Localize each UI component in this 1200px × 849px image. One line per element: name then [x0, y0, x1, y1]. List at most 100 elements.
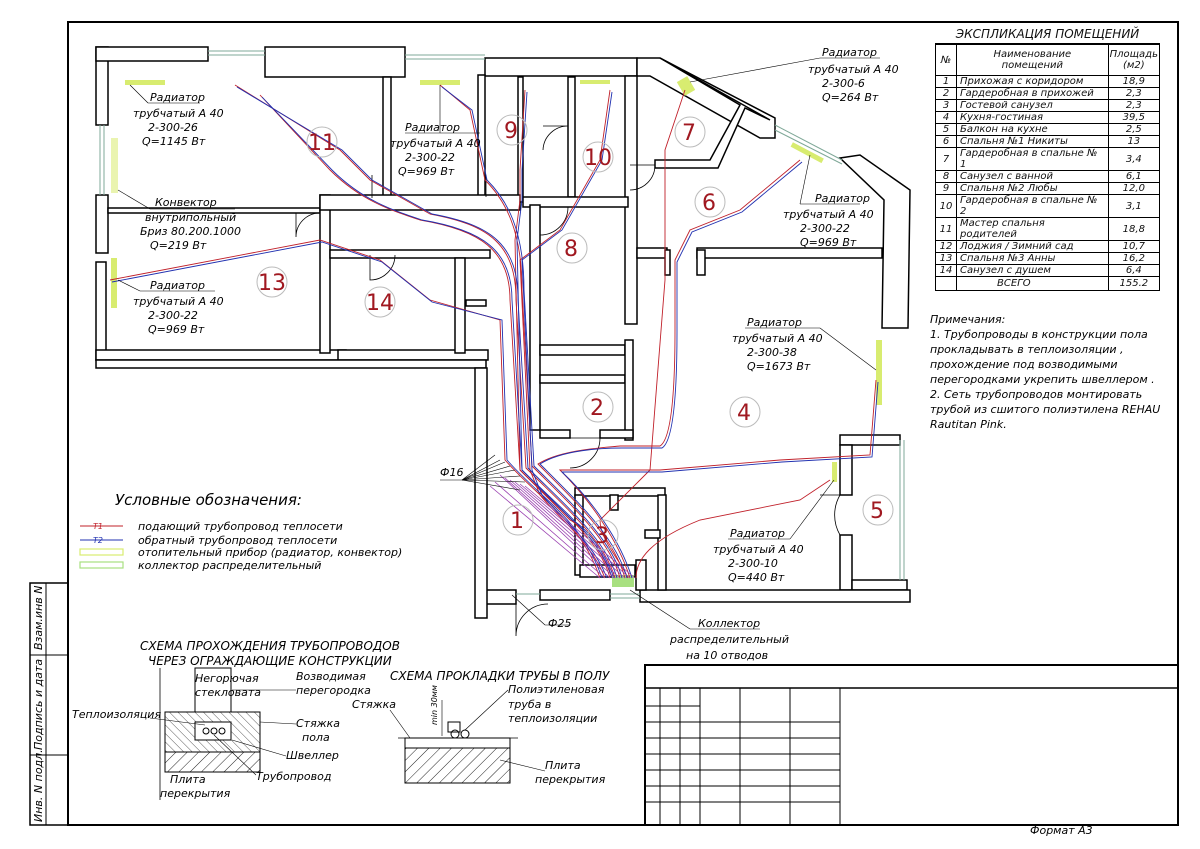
explication-table: ЭКСПЛИКАЦИЯ ПОМЕЩЕНИЙ № Наименование пом… — [935, 26, 1161, 291]
legend-heater: отопительный прибор (радиатор, конвектор… — [138, 546, 402, 559]
row-area: 18,9 — [1107, 75, 1161, 88]
svg-text:прохождение под возводимыми: прохождение под возводимыми — [930, 358, 1118, 371]
room-number: 5 — [870, 499, 884, 524]
row-area: 39,5 — [1107, 111, 1161, 124]
svg-text:1. Трубопроводы в конструкции: 1. Трубопроводы в конструкции пола — [930, 328, 1148, 341]
svg-text:Q=969 Вт: Q=969 Вт — [148, 323, 205, 336]
side-stamp: Взам.инв N Подпись и дата Инв. N подл. — [29, 582, 69, 826]
row-num: 2 — [935, 87, 957, 100]
svg-text:Конвектор: Конвектор — [155, 196, 217, 209]
row-name: Мастер спальня родителей — [956, 217, 1109, 241]
row-name: Гардеробная в спальне № 2 — [956, 194, 1109, 218]
svg-text:Q=969 Вт: Q=969 Вт — [800, 236, 857, 249]
svg-text:Полиэтиленовая: Полиэтиленовая — [508, 683, 605, 696]
total-value: 155.2 — [1107, 276, 1161, 291]
heaters — [111, 76, 882, 587]
label-radiator-9: Радиатор трубчатый А 40 2-300-22 Q=969 В… — [390, 85, 481, 178]
svg-text:Трубопровод: Трубопровод — [256, 770, 331, 783]
row-name: Спальня №2 Любы — [956, 182, 1109, 195]
svg-text:Q=440 Вт: Q=440 Вт — [728, 571, 785, 584]
pipes — [109, 84, 879, 579]
room-number: 10 — [584, 146, 612, 171]
row-num: 11 — [935, 217, 957, 241]
svg-text:трубчатый А 40: трубчатый А 40 — [808, 63, 899, 76]
stamp-signature-date: Подпись и дата — [32, 659, 45, 750]
format-label: Формат А3 — [1030, 824, 1093, 837]
svg-text:трубчатый А 40: трубчатый А 40 — [133, 295, 224, 308]
label-radiator-7: Радиатор трубчатый А 40 2-300-6 Q=264 Вт — [689, 46, 899, 104]
col-num: № — [935, 44, 957, 76]
svg-text:перегородками укрепить швеллер: перегородками укрепить швеллером . — [930, 373, 1155, 386]
svg-text:Стяжка: Стяжка — [296, 717, 340, 730]
row-num: 14 — [935, 264, 957, 277]
stamp-replace-inv: Взам.инв N — [32, 586, 45, 650]
row-area: 6,4 — [1107, 264, 1161, 277]
label-radiator-4: Радиатор трубчатый А 40 2-300-38 Q=1673 … — [732, 316, 877, 373]
svg-text:трубчатый А 40: трубчатый А 40 — [390, 137, 481, 150]
svg-text:2-300-6: 2-300-6 — [822, 77, 865, 90]
row-area: 2,3 — [1107, 87, 1161, 100]
svg-text:Q=1673 Вт: Q=1673 Вт — [747, 360, 811, 373]
row-name: Прихожая с коридором — [956, 75, 1109, 88]
svg-text:Бриз 80.200.1000: Бриз 80.200.1000 — [140, 225, 241, 238]
svg-text:2-300-22: 2-300-22 — [148, 309, 198, 322]
svg-text:теплоизоляции: теплоизоляции — [508, 712, 597, 725]
label-radiator-6: Радиатор трубчатый А 40 2-300-22 Q=969 В… — [783, 154, 874, 249]
room-number: 11 — [308, 131, 336, 156]
row-num: 9 — [935, 182, 957, 195]
row-num: 6 — [935, 135, 957, 148]
svg-text:Радиатор: Радиатор — [815, 192, 870, 205]
svg-text:Теплоизоляция: Теплоизоляция — [72, 708, 161, 721]
room-number: 7 — [682, 121, 696, 146]
total-label: ВСЕГО — [956, 276, 1109, 291]
legend-collector: коллектор распределительный — [138, 559, 321, 572]
room-number: 4 — [737, 401, 751, 426]
svg-text:Радиатор: Радиатор — [822, 46, 877, 59]
row-area: 12,0 — [1107, 182, 1161, 195]
row-num: 12 — [935, 240, 957, 253]
col-name: Наименование помещений — [956, 44, 1109, 76]
svg-text:на 10 отводов: на 10 отводов — [686, 649, 768, 662]
row-num: 4 — [935, 111, 957, 124]
svg-text:пола: пола — [302, 731, 330, 744]
row-num: 10 — [935, 194, 957, 218]
legend-title: Условные обозначения: — [115, 491, 302, 509]
svg-text:прокладывать в теплоизоляции ,: прокладывать в теплоизоляции , — [930, 343, 1123, 356]
label-radiator-13: Радиатор трубчатый А 40 2-300-22 Q=969 В… — [117, 279, 224, 336]
svg-text:2-300-22: 2-300-22 — [405, 151, 455, 164]
room-numbers: 1 2 3 4 5 6 7 8 9 10 11 13 14 — [256, 114, 894, 551]
svg-text:трубой из сшитого полиэтилена: трубой из сшитого полиэтилена REHAU — [930, 403, 1160, 416]
row-num: 1 — [935, 75, 957, 88]
svg-text:2-300-38: 2-300-38 — [747, 346, 797, 359]
row-name: Санузел с душем — [956, 264, 1109, 277]
room-number: 8 — [564, 237, 578, 262]
svg-text:ЧЕРЕЗ ОГРАЖДАЮЩИЕ КОНСТРУКЦИИ: ЧЕРЕЗ ОГРАЖДАЮЩИЕ КОНСТРУКЦИИ — [148, 654, 392, 668]
sheet-frame — [67, 21, 1179, 826]
svg-text:Коллектор: Коллектор — [698, 617, 760, 630]
phi16-label: Ф16 — [440, 466, 463, 479]
svg-text:трубчатый А 40: трубчатый А 40 — [713, 543, 804, 556]
svg-text:трубчатый А 40: трубчатый А 40 — [133, 107, 224, 120]
scheme-pipe-in-floor: СХЕМА ПРОКЛАДКИ ТРУБЫ В ПОЛУ Стяжка min … — [352, 669, 610, 786]
row-name: Гардеробная в спальне № 1 — [956, 147, 1109, 171]
svg-text:Q=264 Вт: Q=264 Вт — [822, 91, 879, 104]
svg-text:СХЕМА ПРОХОЖДЕНИЯ ТРУБОПРОВОДО: СХЕМА ПРОХОЖДЕНИЯ ТРУБОПРОВОДОВ — [140, 639, 400, 653]
row-area: 2,3 — [1107, 99, 1161, 112]
svg-text:Q=969 Вт: Q=969 Вт — [398, 165, 455, 178]
row-name: Балкон на кухне — [956, 123, 1109, 136]
row-name: Спальня №3 Анны — [956, 252, 1109, 265]
svg-text:T1: T1 — [93, 522, 103, 531]
row-name: Лоджия / Зимний сад — [956, 240, 1109, 253]
svg-text:Радиатор: Радиатор — [747, 316, 802, 329]
svg-text:стекловата: стекловата — [195, 686, 261, 699]
